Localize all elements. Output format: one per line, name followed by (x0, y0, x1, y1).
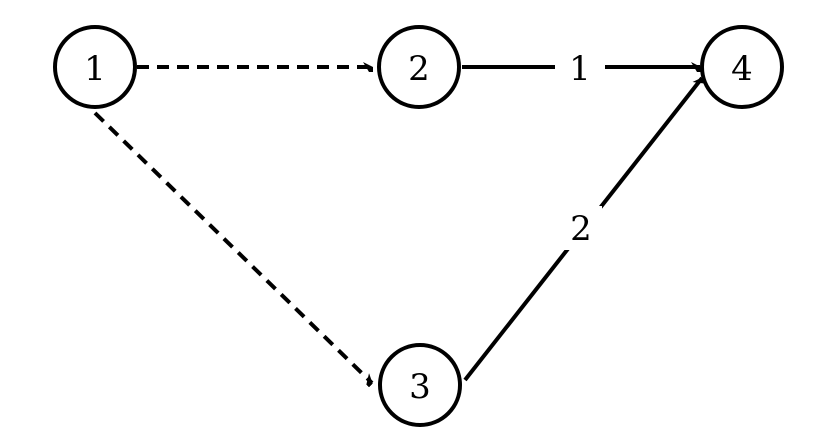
edge-2-4: 1 (462, 45, 700, 89)
edge-label-3-4: 2 (570, 209, 592, 249)
node-4: 4 (700, 25, 784, 109)
edge-label-2-4: 1 (569, 49, 591, 89)
node-label: 3 (409, 367, 431, 407)
node-label: 1 (84, 49, 106, 89)
edge-3-4: 2 (463, 78, 702, 382)
edge-1-3 (93, 111, 372, 383)
node-1: 1 (53, 25, 137, 109)
node-label: 4 (731, 49, 753, 89)
node-2: 2 (377, 25, 461, 109)
node-3: 3 (378, 343, 462, 427)
node-label: 2 (408, 49, 430, 89)
